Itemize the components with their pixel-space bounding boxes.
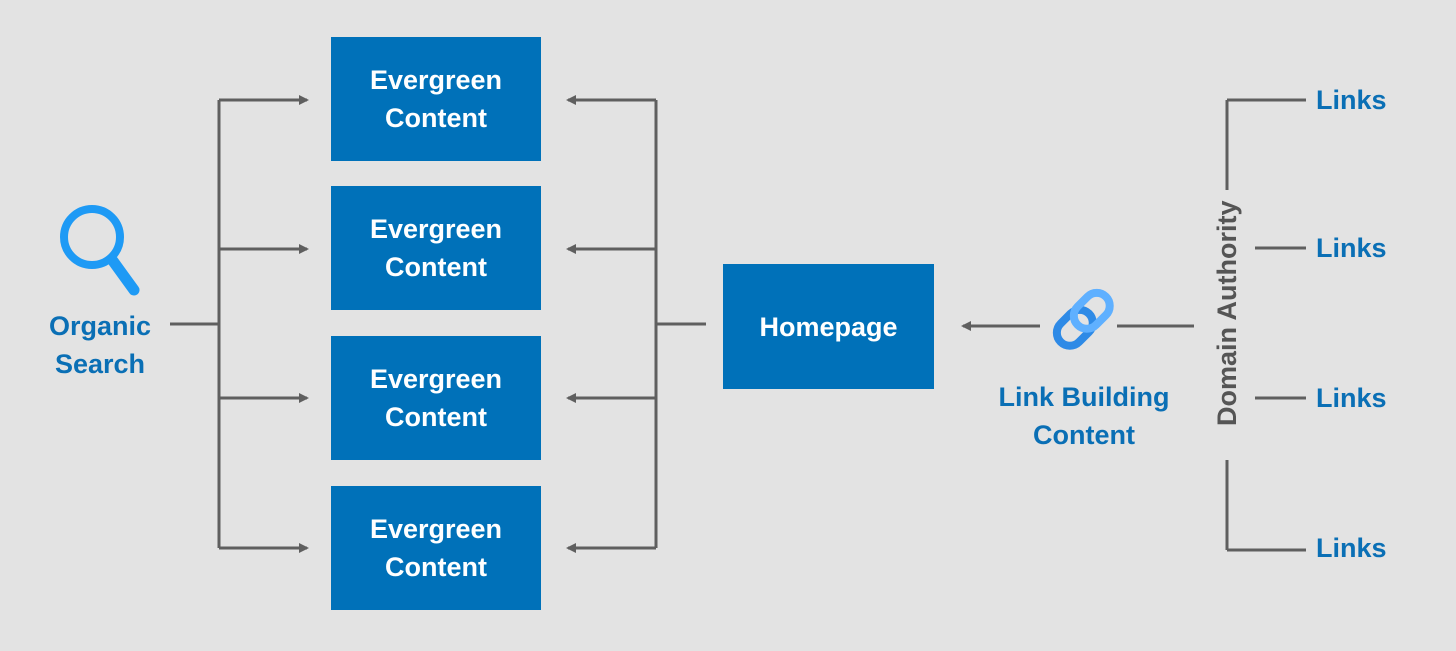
content-box-line-2: Content [385,552,487,582]
content-box-line-1: Evergreen [369,65,503,95]
evergreen-content-box-2: Evergreen Content [331,186,541,310]
content-box-line-1: Evergreen [369,514,503,544]
links-label-3: Links [1316,383,1387,413]
links-label-4: Links [1316,533,1387,563]
evergreen-content-box-3: Evergreen Content [331,336,541,460]
organic-search-line-1: Organic [48,311,152,341]
search-icon [60,205,140,296]
organic-search-label: Organic Search [30,307,170,383]
link-icon [1052,288,1114,350]
homepage-label: Homepage [759,311,898,342]
content-box-line-2: Content [385,252,487,282]
link-building-line-1: Link Building [998,382,1170,412]
content-box-line-1: Evergreen [369,214,503,244]
evergreen-content-box-1: Evergreen Content [331,37,541,161]
domain-authority-label: Domain Authority [1212,200,1242,427]
link-building-line-2: Content [1033,420,1135,450]
organic-search-line-2: Search [54,349,146,379]
content-box-line-2: Content [385,103,487,133]
links-label-2: Links [1316,233,1387,263]
links-label-1: Links [1316,85,1387,115]
content-box-line-1: Evergreen [369,364,503,394]
homepage-box: Homepage [723,264,934,389]
evergreen-content-box-4: Evergreen Content [331,486,541,610]
content-box-line-2: Content [385,402,487,432]
link-building-label: Link Building Content [984,378,1184,454]
